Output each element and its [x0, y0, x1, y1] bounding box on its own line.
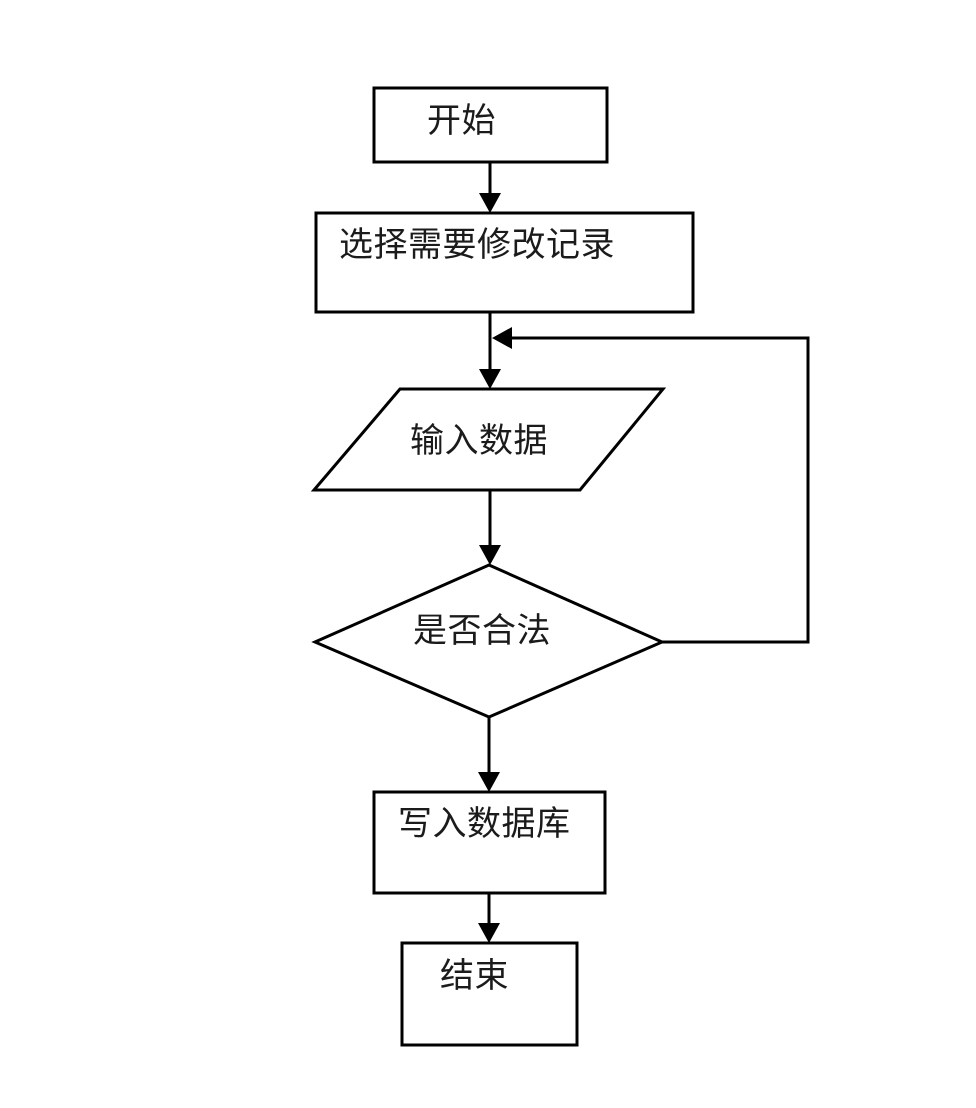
input-data-node-label: 输入数据: [410, 423, 548, 460]
arrowhead-select-to-input: [479, 369, 501, 389]
arrowhead-input-to-validate: [479, 545, 501, 565]
input-data-node-shape: [310, 387, 667, 492]
arrowhead-validate-to-write: [478, 772, 500, 792]
end-node-label: 结束: [440, 958, 509, 995]
edge-validate-loop-back: [510, 336, 810, 644]
end-node-shape: [400, 941, 579, 1047]
arrowhead-start-to-select: [479, 193, 501, 213]
select-record-node-shape: [314, 211, 695, 314]
validate-node-shape: [311, 563, 666, 719]
start-node-shape: [372, 86, 609, 164]
write-db-node-label: 写入数据库: [398, 806, 571, 843]
validate-node-label: 是否合法: [413, 613, 551, 650]
arrowhead-loop-back: [492, 327, 512, 349]
start-node-label: 开始: [427, 103, 496, 140]
write-db-node-shape: [372, 790, 607, 895]
arrowhead-write-to-end: [478, 923, 500, 943]
select-record-node-label: 选择需要修改记录: [339, 227, 615, 264]
